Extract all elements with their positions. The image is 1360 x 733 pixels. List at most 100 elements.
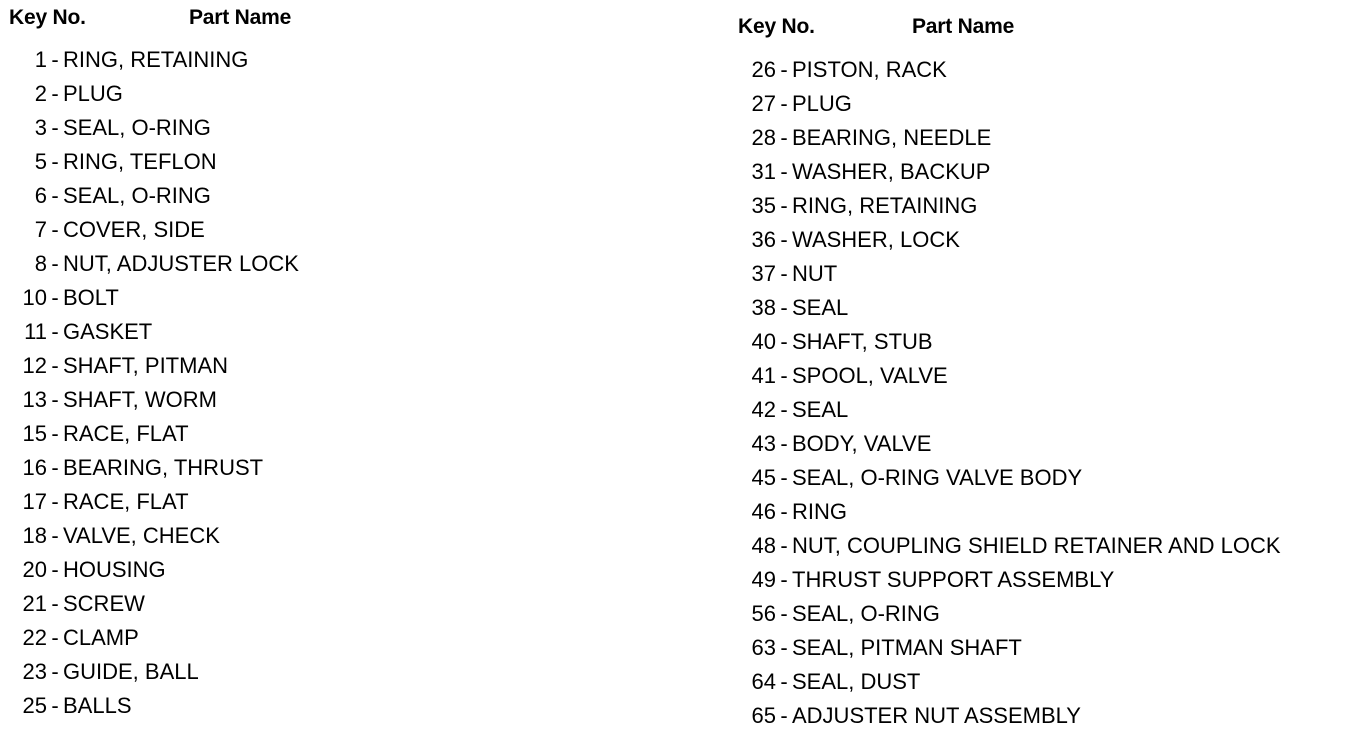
- part-key-number: 7: [34, 217, 47, 242]
- part-list-item: 8-NUT, ADJUSTER LOCK: [9, 247, 299, 281]
- part-list-item: 2-PLUG: [9, 77, 299, 111]
- part-list-item: 48-NUT, COUPLING SHIELD RETAINER AND LOC…: [738, 529, 1281, 563]
- part-name: SPOOL, VALVE: [792, 363, 948, 388]
- part-list-item: 56-SEAL, O-RING: [738, 597, 1281, 631]
- part-separator: -: [51, 659, 59, 684]
- part-name: SEAL, O-RING VALVE BODY: [792, 465, 1083, 490]
- part-key-number: 28: [751, 125, 776, 150]
- part-key-number: 45: [751, 465, 776, 490]
- part-separator: -: [51, 47, 59, 72]
- part-key-number: 13: [22, 387, 47, 412]
- part-key-number: 36: [751, 227, 776, 252]
- part-separator: -: [51, 557, 59, 582]
- part-list-item: 12-SHAFT, PITMAN: [9, 349, 299, 383]
- part-name: RING: [792, 499, 847, 524]
- part-separator: -: [51, 149, 59, 174]
- part-key-number: 65: [751, 703, 776, 728]
- part-separator: -: [51, 183, 59, 208]
- part-separator: -: [780, 499, 788, 524]
- part-key-number: 26: [751, 57, 776, 82]
- part-list-item: 20-HOUSING: [9, 553, 299, 587]
- part-separator: -: [780, 669, 788, 694]
- part-separator: -: [780, 635, 788, 660]
- part-list-item: 7-COVER, SIDE: [9, 213, 299, 247]
- part-name: COVER, SIDE: [63, 217, 205, 242]
- part-key-number: 15: [22, 421, 47, 446]
- part-separator: -: [780, 703, 788, 728]
- part-name: RACE, FLAT: [63, 421, 189, 446]
- part-separator: -: [51, 319, 59, 344]
- part-key-number: 41: [751, 363, 776, 388]
- part-separator: -: [780, 227, 788, 252]
- part-key-number: 10: [22, 285, 47, 310]
- part-separator: -: [51, 489, 59, 514]
- part-key-number: 1: [34, 47, 47, 72]
- part-name: BALLS: [63, 693, 132, 718]
- part-separator: -: [780, 329, 788, 354]
- part-list-item: 41-SPOOL, VALVE: [738, 359, 1281, 393]
- part-name: SHAFT, STUB: [792, 329, 933, 354]
- part-list-item: 5-RING, TEFLON: [9, 145, 299, 179]
- part-list-item: 36-WASHER, LOCK: [738, 223, 1281, 257]
- part-name: SCREW: [63, 591, 145, 616]
- part-separator: -: [51, 285, 59, 310]
- part-name: NUT, COUPLING SHIELD RETAINER AND LOCK: [792, 533, 1281, 558]
- part-separator: -: [780, 57, 788, 82]
- part-name: RING, RETAINING: [792, 193, 978, 218]
- part-separator: -: [780, 431, 788, 456]
- part-key-number: 56: [751, 601, 776, 626]
- part-key-number: 5: [34, 149, 47, 174]
- part-list-item: 21-SCREW: [9, 587, 299, 621]
- part-name: THRUST SUPPORT ASSEMBLY: [792, 567, 1115, 592]
- part-list-item: 10-BOLT: [9, 281, 299, 315]
- part-list-item: 64-SEAL, DUST: [738, 665, 1281, 699]
- part-separator: -: [780, 159, 788, 184]
- part-list-item: 11-GASKET: [9, 315, 299, 349]
- part-list-item: 28-BEARING, NEEDLE: [738, 121, 1281, 155]
- part-name: RACE, FLAT: [63, 489, 189, 514]
- part-key-number: 17: [22, 489, 47, 514]
- part-key-number: 6: [34, 183, 47, 208]
- part-key-number: 49: [751, 567, 776, 592]
- part-separator: -: [780, 567, 788, 592]
- part-name: SEAL, O-RING: [792, 601, 940, 626]
- part-list-item: 63-SEAL, PITMAN SHAFT: [738, 631, 1281, 665]
- part-list-item: 26-PISTON, RACK: [738, 53, 1281, 87]
- part-separator: -: [51, 251, 59, 276]
- part-key-number: 42: [751, 397, 776, 422]
- part-name: RING, RETAINING: [63, 47, 249, 72]
- part-key-number: 38: [751, 295, 776, 320]
- part-name: RING, TEFLON: [63, 149, 217, 174]
- part-separator: -: [780, 533, 788, 558]
- part-key-number: 11: [24, 319, 47, 344]
- part-key-number: 63: [751, 635, 776, 660]
- part-separator: -: [51, 523, 59, 548]
- part-separator: -: [51, 217, 59, 242]
- part-name: SHAFT, PITMAN: [63, 353, 229, 378]
- part-separator: -: [51, 455, 59, 480]
- part-separator: -: [780, 193, 788, 218]
- key-number-header: Key No.: [738, 15, 815, 38]
- part-separator: -: [51, 353, 59, 378]
- part-list-item: 3-SEAL, O-RING: [9, 111, 299, 145]
- part-separator: -: [780, 125, 788, 150]
- part-list-item: 38-SEAL: [738, 291, 1281, 325]
- part-name: VALVE, CHECK: [63, 523, 220, 548]
- part-name-header: Part Name: [189, 6, 292, 29]
- part-separator: -: [780, 397, 788, 422]
- part-name: NUT: [792, 261, 838, 286]
- part-key-number: 16: [22, 455, 47, 480]
- part-name: BEARING, THRUST: [63, 455, 264, 480]
- part-key-number: 18: [22, 523, 47, 548]
- part-name: CLAMP: [63, 625, 139, 650]
- part-key-number: 27: [751, 91, 776, 116]
- part-key-number: 12: [22, 353, 47, 378]
- part-key-number: 48: [751, 533, 776, 558]
- part-list-item: 6-SEAL, O-RING: [9, 179, 299, 213]
- part-key-number: 2: [34, 81, 47, 106]
- part-separator: -: [51, 693, 59, 718]
- part-separator: -: [51, 625, 59, 650]
- part-list-item: 23-GUIDE, BALL: [9, 655, 299, 689]
